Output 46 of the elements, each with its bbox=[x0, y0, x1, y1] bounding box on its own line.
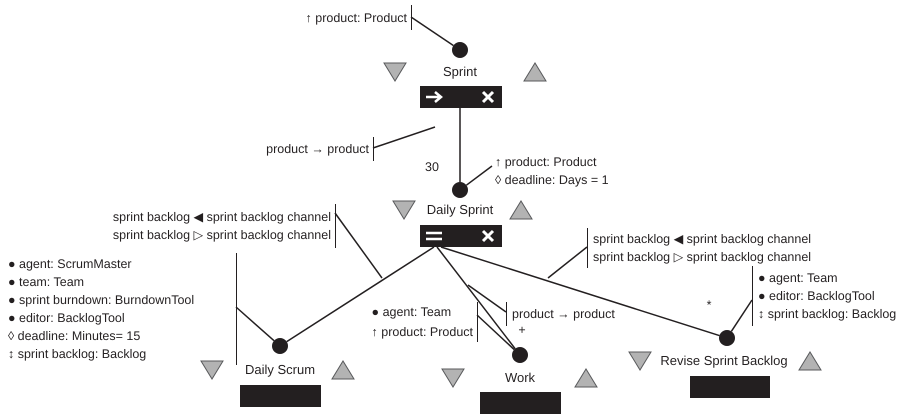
parameter-text: sprint backlog ▷ sprint backlog channel bbox=[112, 227, 331, 244]
parameter-text: product → product bbox=[512, 306, 615, 323]
parameter-text: ↕ sprint backlog: Backlog bbox=[8, 346, 148, 363]
step-name: Daily Scrum bbox=[244, 362, 316, 378]
connector-line bbox=[440, 246, 720, 336]
parameter-panel bbox=[8, 253, 237, 365]
parameter-text: ● team: Team bbox=[8, 274, 86, 291]
parameter-panel bbox=[112, 204, 336, 248]
parameter-text: ● editor: BacklogTool bbox=[758, 288, 876, 305]
connector-line bbox=[236, 306, 275, 342]
connector-line bbox=[436, 246, 516, 350]
parameter-text: ● editor: BacklogTool bbox=[8, 310, 126, 327]
parameter-text: ◊ deadline: Days = 1 bbox=[495, 172, 609, 189]
connector-line bbox=[476, 314, 515, 350]
edge-label: 30 bbox=[424, 160, 440, 174]
step-name: Revise Sprint Backlog bbox=[660, 353, 788, 369]
step-name: Daily Sprint bbox=[426, 202, 494, 218]
connector-line bbox=[466, 165, 492, 186]
parameter-text: sprint backlog ◀ sprint backlog channel bbox=[112, 209, 331, 226]
leader-line bbox=[372, 126, 436, 149]
parameter-text: ● agent: Team bbox=[758, 270, 839, 287]
parameter-panel bbox=[372, 302, 478, 342]
parameter-panel bbox=[752, 266, 896, 326]
parameter-panel bbox=[266, 137, 374, 161]
parameter-text: sprint backlog ◀ sprint backlog channel bbox=[593, 231, 812, 248]
parameter-text: ● sprint burndown: BurndownTool bbox=[8, 292, 196, 309]
parameter-panel bbox=[306, 5, 412, 30]
parameter-text: ● agent: Team bbox=[372, 304, 452, 321]
parameter-text: ◊ deadline: Minutes= 15 bbox=[8, 328, 142, 345]
leader-line bbox=[334, 212, 383, 278]
connector-line bbox=[459, 108, 461, 182]
parameter-text: product → product bbox=[266, 141, 369, 158]
parameter-text: ↑ product: Product bbox=[495, 154, 598, 171]
parameter-panel bbox=[587, 228, 812, 268]
parameter-text: ↑ product: Product bbox=[306, 10, 407, 26]
parameter-text: ↕ sprint backlog: Backlog bbox=[758, 306, 896, 323]
leader-line bbox=[468, 284, 506, 313]
connector-line bbox=[410, 16, 454, 46]
step-name: Sprint bbox=[443, 64, 477, 80]
connector-line bbox=[730, 300, 753, 332]
connector-line bbox=[286, 246, 434, 342]
parameter-text: sprint backlog ▷ sprint backlog channel bbox=[593, 249, 812, 266]
parameter-text: ↑ product: Product bbox=[372, 324, 473, 341]
leader-line bbox=[548, 246, 588, 279]
parameter-text: ● agent: ScrumMaster bbox=[8, 256, 133, 273]
step-name: Work bbox=[504, 370, 536, 386]
